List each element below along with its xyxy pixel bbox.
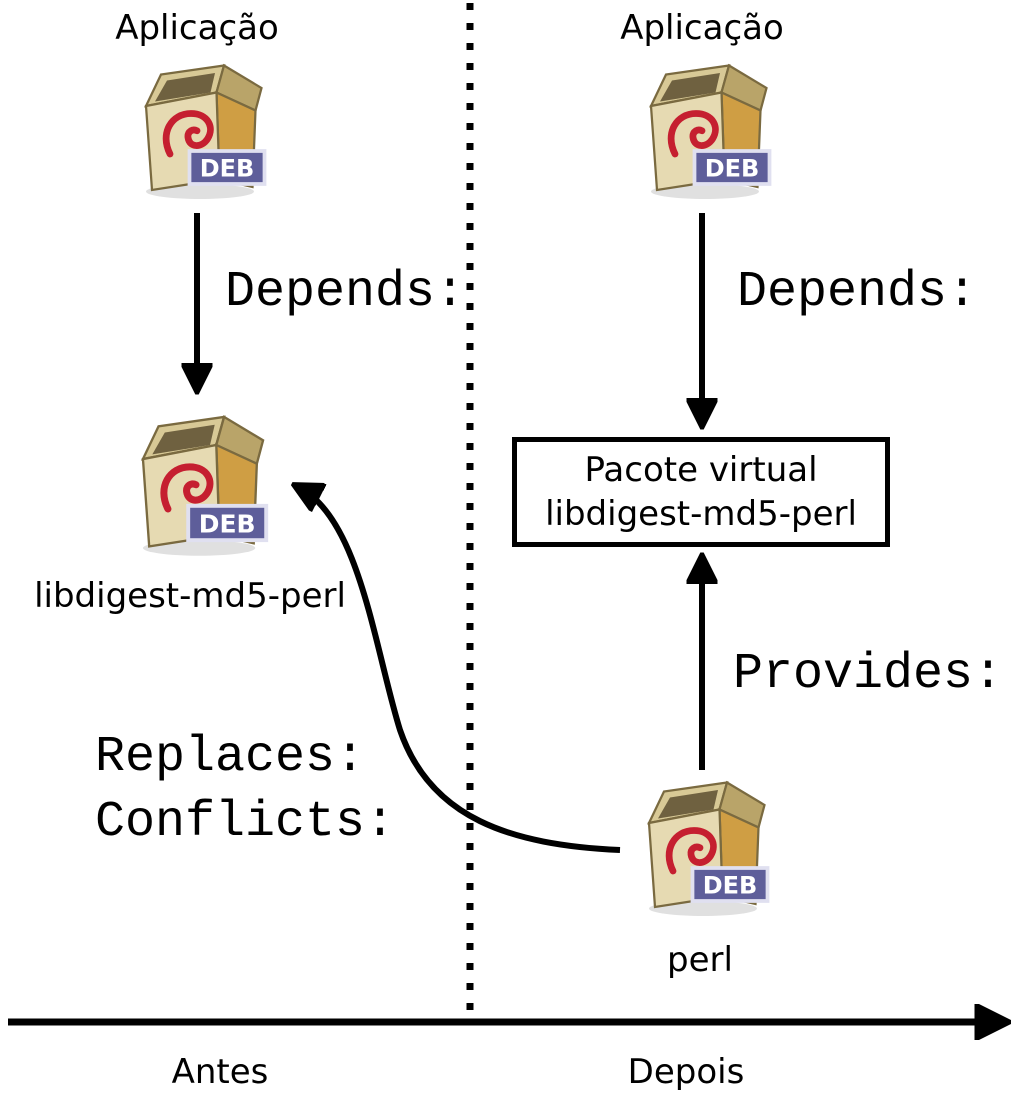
left-app-package-icon bbox=[122, 55, 272, 205]
right-app-package-icon bbox=[627, 55, 777, 205]
libdigest-package-icon bbox=[118, 406, 274, 562]
deb-box-graphic bbox=[118, 406, 274, 562]
libdigest-package-label: libdigest-md5-perl bbox=[34, 576, 346, 616]
virtual-package-box: Pacote virtual libdigest-md5-perl bbox=[512, 437, 890, 547]
deb-box-graphic bbox=[122, 55, 272, 205]
perl-package-label: perl bbox=[667, 940, 733, 980]
right-depends-label: Depends: bbox=[737, 264, 978, 321]
left-depends-label: Depends: bbox=[225, 264, 466, 321]
virtual-package-line2: libdigest-md5-perl bbox=[545, 494, 857, 534]
virtual-package-line1: Pacote virtual bbox=[584, 449, 818, 490]
timeline-before-label: Antes bbox=[171, 1052, 269, 1092]
replaces-label: Replaces: bbox=[95, 729, 366, 786]
conflicts-label: Conflicts: bbox=[95, 794, 396, 851]
perl-package-icon bbox=[625, 772, 775, 922]
deb-box-graphic bbox=[625, 772, 775, 922]
provides-label: Provides: bbox=[733, 646, 1004, 703]
right-app-label: Aplicação bbox=[620, 8, 784, 48]
left-app-label: Aplicação bbox=[115, 8, 279, 48]
timeline-after-label: Depois bbox=[627, 1052, 745, 1092]
deb-box-graphic bbox=[627, 55, 777, 205]
